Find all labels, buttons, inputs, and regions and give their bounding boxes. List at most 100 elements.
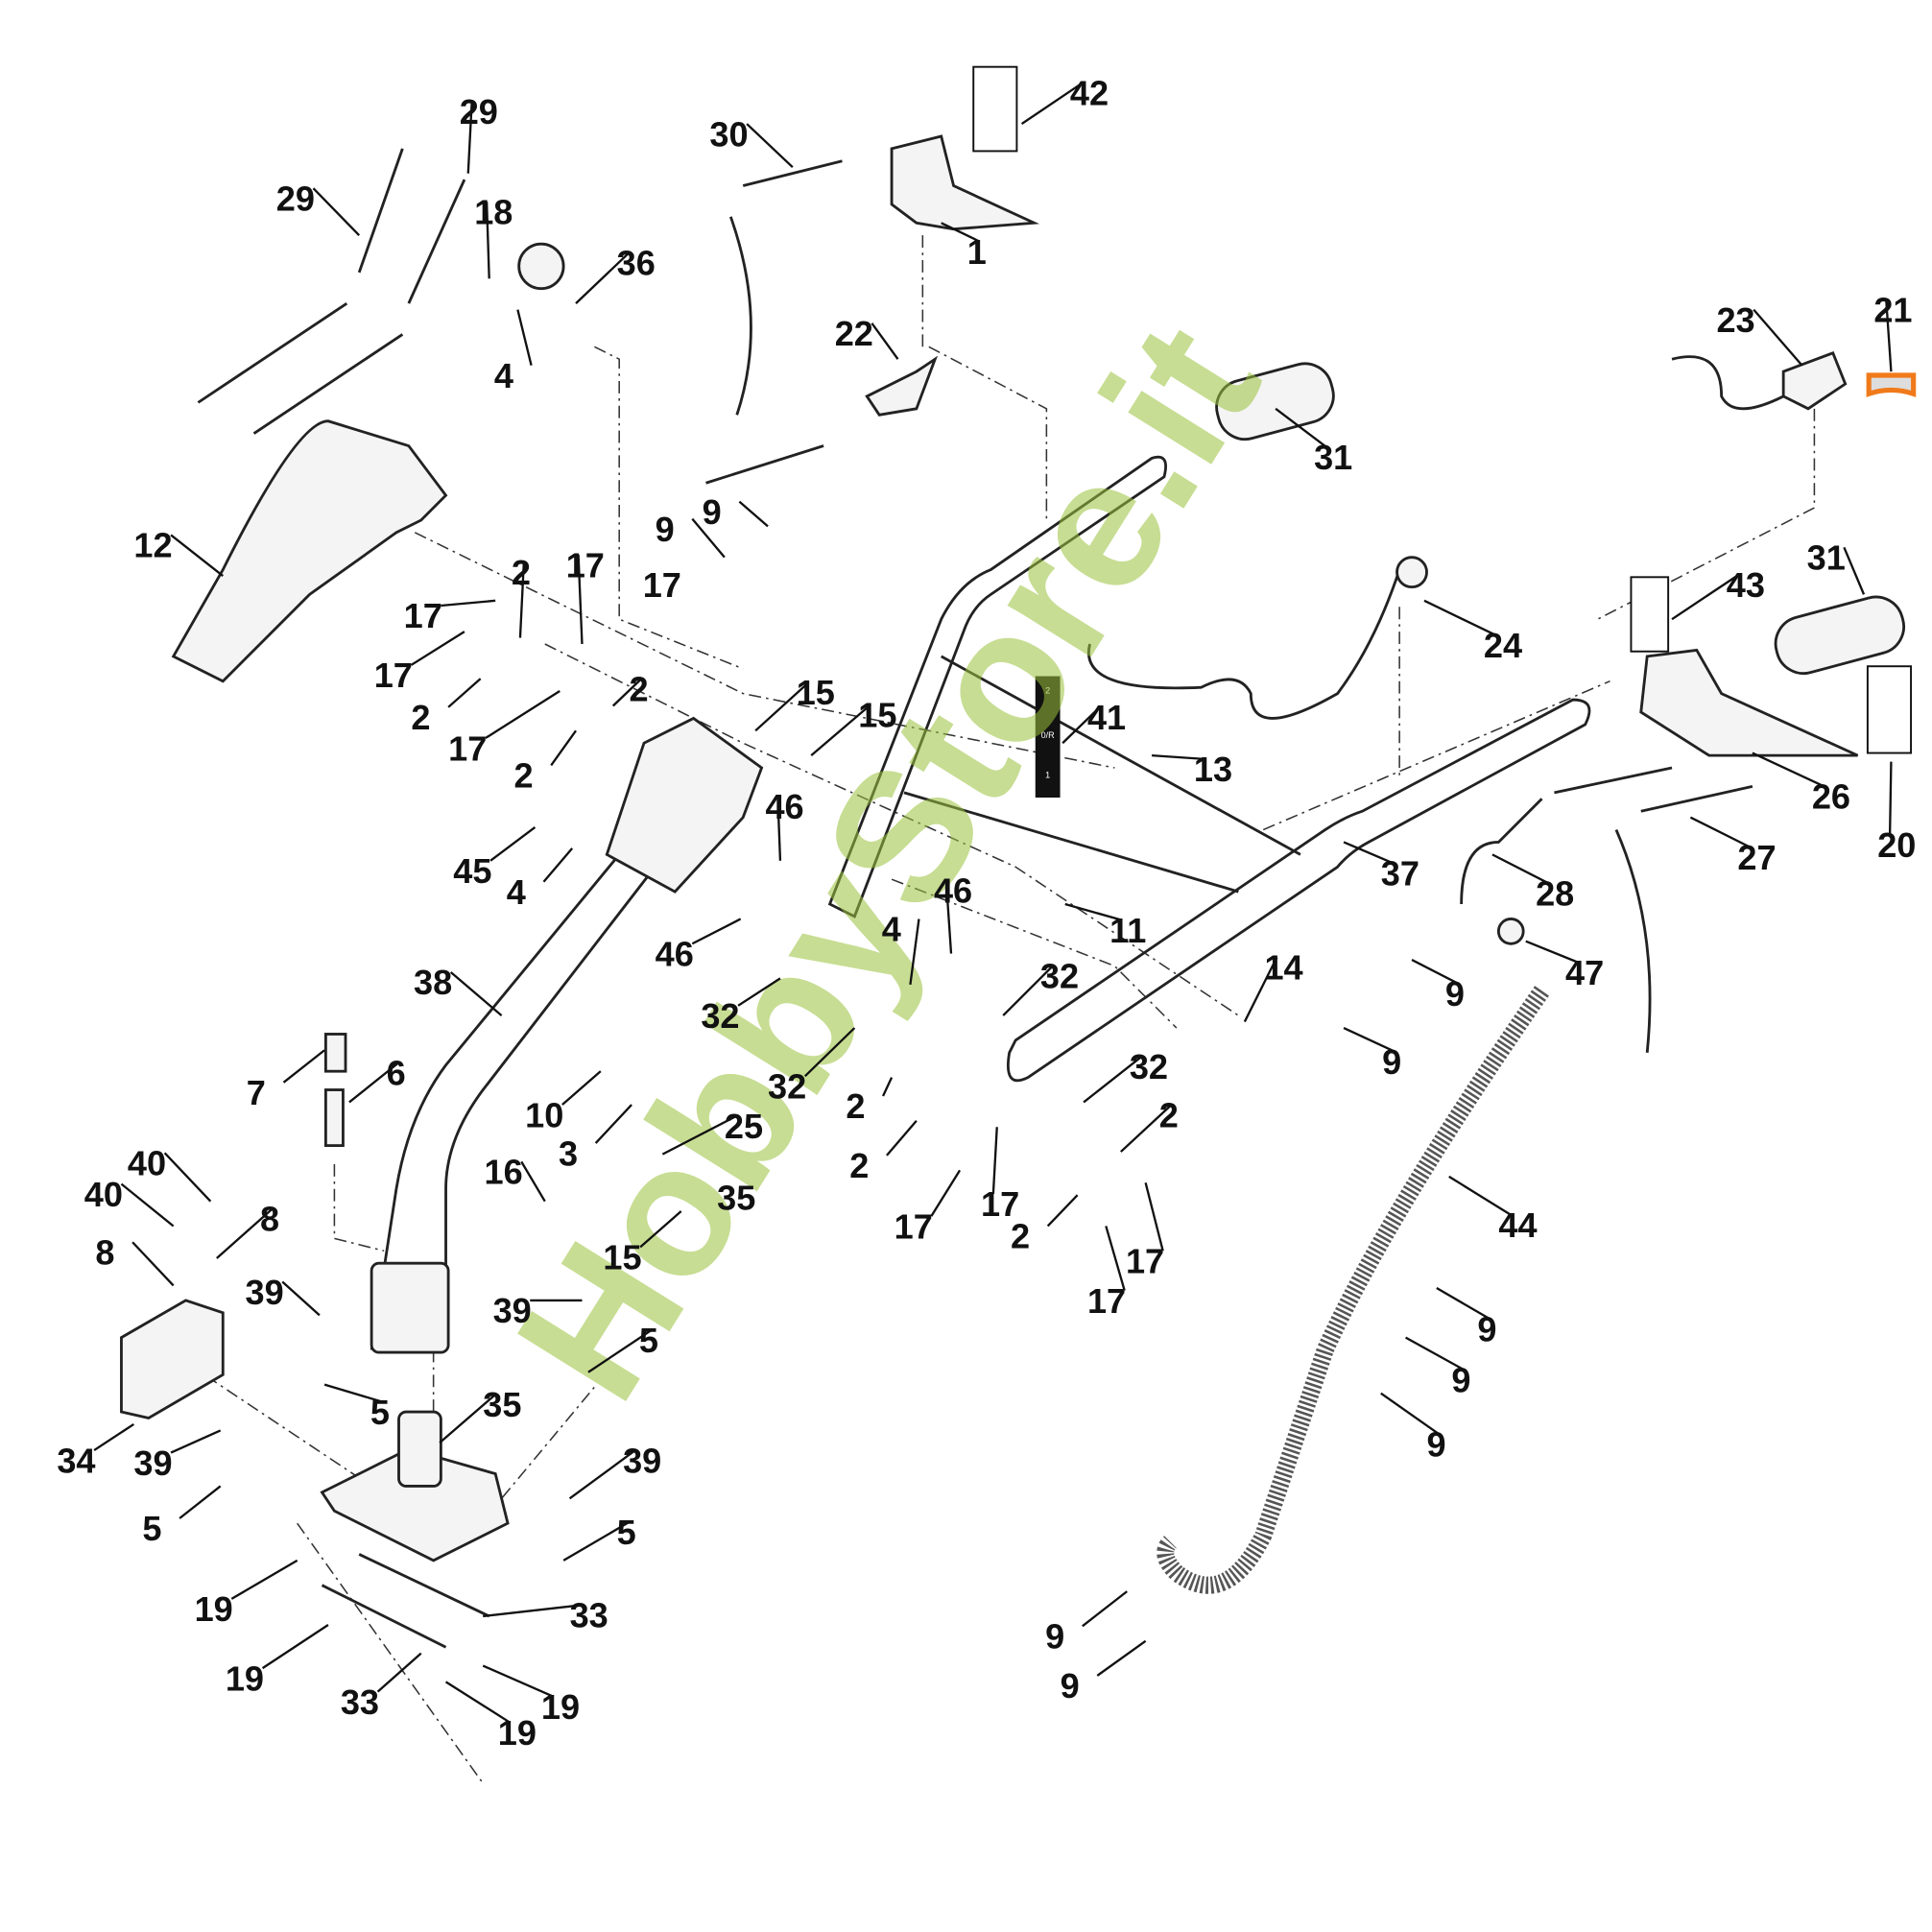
callout-part-9: 9 <box>1427 1424 1446 1464</box>
callout-part-46: 46 <box>934 871 972 911</box>
callout-leader-line <box>323 1383 384 1403</box>
callout-leader-line <box>1448 1175 1512 1216</box>
callout-leader-line <box>120 1182 175 1228</box>
callout-part-46: 46 <box>765 787 803 826</box>
callout-leader-line <box>1144 1182 1164 1252</box>
callout-leader-line <box>410 631 465 666</box>
callout-leader-line <box>738 500 769 528</box>
callout-part-4: 4 <box>507 872 526 912</box>
callout-part-38: 38 <box>414 963 452 1002</box>
callout-part-9: 9 <box>1451 1360 1470 1399</box>
callout-part-1: 1 <box>967 232 987 272</box>
callout-leader-line <box>179 1485 222 1519</box>
callout-part-9: 9 <box>703 492 722 532</box>
callout-leader-line <box>1082 1590 1128 1628</box>
callout-part-4: 4 <box>882 910 901 949</box>
callout-part-8: 8 <box>95 1232 114 1272</box>
callout-part-14: 14 <box>1264 948 1302 988</box>
callout-leader-line <box>1020 82 1084 126</box>
decal-41-gear-1: 1 <box>1045 770 1050 779</box>
callout-leader-line <box>1120 1104 1173 1153</box>
callout-part-40: 40 <box>84 1175 123 1214</box>
callout-leader-line <box>1405 1336 1465 1371</box>
callout-part-35: 35 <box>483 1385 521 1424</box>
decals: 2 0/R 1 <box>972 65 1917 799</box>
callout-part-32: 32 <box>1040 957 1079 996</box>
callout-leader-line <box>1671 573 1740 621</box>
callout-leader-line <box>881 1077 894 1097</box>
callout-part-40: 40 <box>128 1144 166 1183</box>
callout-part-17: 17 <box>1126 1242 1164 1281</box>
callout-part-32: 32 <box>768 1067 806 1107</box>
callout-leader-line <box>216 1207 274 1259</box>
callout-part-39: 39 <box>133 1443 172 1483</box>
callout-leader-line <box>1343 1026 1395 1053</box>
callout-part-44: 44 <box>1498 1205 1537 1245</box>
callout-leader-line <box>518 561 525 638</box>
callout-part-15: 15 <box>603 1238 641 1277</box>
callout-leader-line <box>1151 753 1206 761</box>
callout-leader-line <box>577 555 584 645</box>
callout-leader-line <box>691 517 726 559</box>
callout-part-17: 17 <box>448 728 487 768</box>
callout-leader-line <box>803 1027 856 1078</box>
callout-leader-line <box>466 101 473 174</box>
callout-part-17: 17 <box>566 545 605 584</box>
callout-part-19: 19 <box>226 1658 264 1698</box>
callout-part-9: 9 <box>1382 1042 1401 1082</box>
callout-leader-line <box>1064 902 1123 921</box>
callout-leader-line <box>1105 1226 1126 1291</box>
callout-part-47: 47 <box>1565 953 1604 992</box>
callout-part-15: 15 <box>797 673 835 712</box>
callout-part-9: 9 <box>1061 1666 1080 1705</box>
callout-part-5: 5 <box>639 1321 658 1360</box>
callout-leader-line <box>163 1152 212 1203</box>
callout-leader-line <box>754 681 810 732</box>
callout-part-19: 19 <box>195 1589 233 1629</box>
callout-part-2: 2 <box>849 1146 869 1185</box>
dash-lines <box>185 235 1816 1784</box>
callout-part-7: 7 <box>247 1073 266 1112</box>
callout-leader-line <box>1423 599 1497 637</box>
callout-leader-line <box>550 729 577 767</box>
callout-leader-line <box>376 1652 422 1693</box>
switch-decal-21-highlighted[interactable] <box>1866 372 1917 397</box>
callout-leader-line <box>639 1210 682 1249</box>
callout-part-25: 25 <box>725 1107 763 1146</box>
callout-leader-line <box>439 1394 496 1444</box>
callout-part-4: 4 <box>494 356 513 395</box>
callout-part-10: 10 <box>525 1095 563 1134</box>
callout-leader-line <box>441 599 496 608</box>
callout-leader-line <box>516 309 533 366</box>
callout-part-2: 2 <box>846 1086 865 1126</box>
callout-leader-line <box>1491 853 1549 885</box>
callout-part-9: 9 <box>1445 974 1465 1014</box>
callout-part-33: 33 <box>341 1682 379 1722</box>
callout-leader-line <box>1525 940 1579 964</box>
callout-part-30: 30 <box>709 114 748 154</box>
callout-part-17: 17 <box>894 1206 933 1246</box>
callout-leader-line <box>909 918 920 986</box>
callout-leader-line <box>170 534 224 577</box>
callout-part-29: 29 <box>460 92 498 131</box>
callout-part-39: 39 <box>623 1441 661 1480</box>
callout-leader-line <box>1343 841 1395 865</box>
callout-part-15: 15 <box>858 695 896 734</box>
callout-part-5: 5 <box>142 1509 161 1548</box>
callout-part-12: 12 <box>133 526 172 565</box>
callout-leader-line <box>489 826 537 862</box>
callout-part-31: 31 <box>1314 438 1352 477</box>
small-parts <box>323 242 1525 1148</box>
callout-part-17: 17 <box>374 656 413 695</box>
callout-leader-line <box>1436 1286 1491 1321</box>
decal-41-gear-neutral: 0/R <box>1041 730 1056 740</box>
callout-leader-line <box>170 1429 222 1454</box>
callout-part-27: 27 <box>1737 838 1776 877</box>
callout-leader-line <box>575 251 631 304</box>
callout-leader-line <box>482 1664 555 1698</box>
callout-leader-line <box>746 123 794 169</box>
callout-part-2: 2 <box>512 553 531 592</box>
callout-leader-line <box>485 202 490 279</box>
